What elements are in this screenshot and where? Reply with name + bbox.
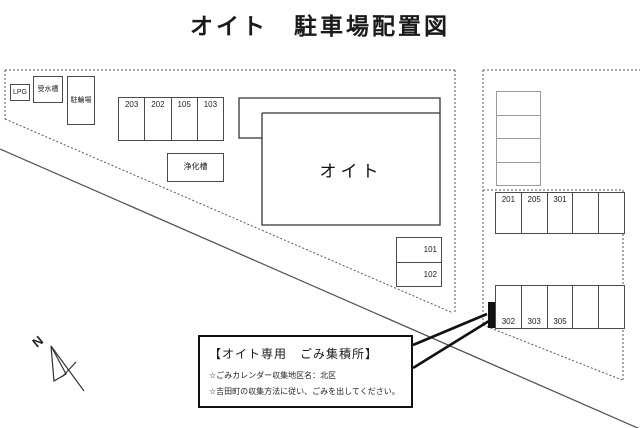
north-label: N xyxy=(29,333,46,351)
lpg-box: LPG xyxy=(10,84,30,101)
parking-space xyxy=(598,286,624,328)
parking-space xyxy=(497,114,540,139)
parking-space: 305 xyxy=(546,286,573,328)
parking-space xyxy=(598,193,624,233)
page-title: オイト 駐車場配置図 xyxy=(190,13,450,39)
parking-space xyxy=(572,193,598,233)
parking-row-right-lower: 302 303 305 xyxy=(495,285,625,329)
parking-space: 202 xyxy=(144,98,170,140)
parking-space: 101 xyxy=(423,245,437,255)
parking-row-top: 203 202 105 103 xyxy=(118,97,224,141)
parking-space: 303 xyxy=(520,286,547,328)
garbage-callout: 【オイト専用 ごみ集積所】 ☆ごみカレンダー収集地区名：北区 ☆吉田町の収集方法… xyxy=(198,335,413,408)
garbage-station-marker xyxy=(488,302,497,328)
parking-space: 102 xyxy=(397,261,441,287)
bicycle-parking-box: 駐輪場 xyxy=(67,76,95,125)
parking-space xyxy=(497,161,540,186)
parking-space: 301 xyxy=(546,193,573,233)
parking-space: 203 xyxy=(124,100,139,109)
building-outline xyxy=(238,97,441,226)
parking-row-right-upper: 201 205 301 xyxy=(495,192,625,234)
parking-space: 103 xyxy=(196,98,223,140)
left-parcel-boundary xyxy=(4,69,456,314)
parking-column-side: 101 102 xyxy=(396,237,442,287)
callout-heading: 【オイト専用 ごみ集積所】 xyxy=(209,347,379,361)
building-oito-label: オイト xyxy=(319,161,383,181)
septic-tank-box: 浄化槽 xyxy=(167,153,224,182)
north-arrow-icon: N xyxy=(29,333,85,392)
road-line xyxy=(0,148,640,428)
parking-space xyxy=(497,92,540,115)
parking-column-unlabeled xyxy=(496,91,541,186)
parking-space: 201 xyxy=(501,195,516,204)
parking-space xyxy=(497,138,540,162)
callout-note-district: ☆ごみカレンダー収集地区名：北区 xyxy=(209,371,337,380)
parking-space: 105 xyxy=(170,98,197,140)
parking-space: 205 xyxy=(520,193,547,233)
parking-space xyxy=(572,286,598,328)
callout-pointer-lines xyxy=(412,312,490,370)
parking-space: 302 xyxy=(501,317,516,326)
callout-note-rules: ☆吉田町の収集方法に従い、ごみを出してください。 xyxy=(209,387,400,396)
water-tank-box: 受水槽 xyxy=(33,76,63,103)
right-parcel-boundary xyxy=(482,69,640,381)
